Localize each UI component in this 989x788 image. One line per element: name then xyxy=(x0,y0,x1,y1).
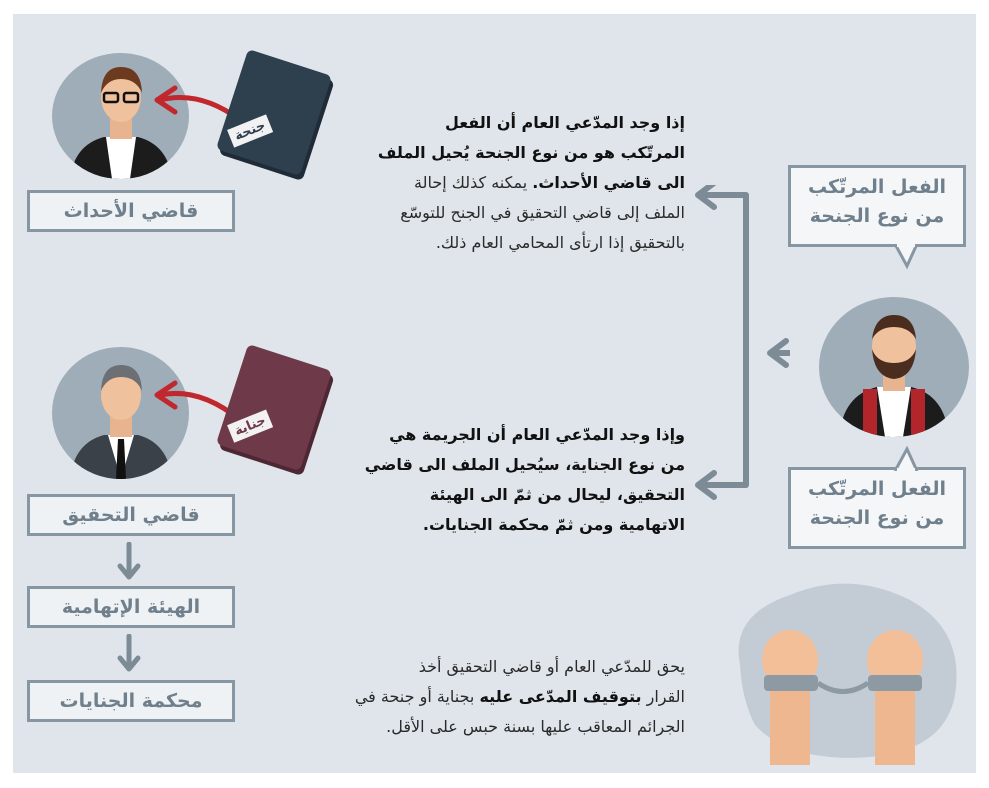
misdemeanor-folder-label: جنحة xyxy=(227,114,274,148)
felony-line-4: الاتهامية ومن ثمّ محكمة الجنايات. xyxy=(422,515,685,534)
arrest-line-2-end: بجناية أو جنحة في xyxy=(354,687,480,706)
prosecutor-avatar xyxy=(819,297,969,437)
speech-bubble-bottom: الفعل المرتّكب من نوع الجنحة xyxy=(788,467,966,549)
flow-arrows xyxy=(695,185,790,500)
bubble-bottom-line-2: من نوع الجنحة xyxy=(809,507,945,529)
bubble-bottom-line-1: الفعل المرتّكب xyxy=(807,478,947,500)
investigation-judge-avatar xyxy=(52,347,189,479)
misdemeanor-line-5: بالتحقيق إذا ارتأى المحامي العام ذلك. xyxy=(435,233,685,252)
arrest-line-2: القرار بتوقيف المدّعى عليه بجناية أو جنح… xyxy=(270,682,685,712)
bubble-top-line-2: من نوع الجنحة xyxy=(809,205,945,227)
down-arrow-2 xyxy=(117,634,141,672)
misdemeanor-paragraph: إذا وجد المدّعي العام أن الفعل المرتّكب … xyxy=(300,108,685,258)
felony-paragraph: وإذا وجد المدّعي العام أن الجريمة هي من … xyxy=(300,420,685,540)
arrest-line-3: الجرائم المعاقب عليها بسنة حبس على الأقل… xyxy=(386,717,685,736)
bubble-top-tail xyxy=(893,244,919,270)
indictment-chamber-label: الهيئة الإتهامية xyxy=(27,586,235,628)
arrest-line-2-start: القرار xyxy=(641,687,685,706)
arrest-line-2-bold: بتوقيف المدّعى عليه xyxy=(479,687,642,706)
down-arrow-1 xyxy=(117,542,141,580)
juvenile-judge-icon xyxy=(70,67,172,179)
felony-line-2: من نوع الجناية، سيُحيل الملف الى قاضي xyxy=(364,455,685,474)
juvenile-judge-label: قاضي الأحداث xyxy=(27,190,235,232)
investigation-judge-icon xyxy=(70,365,172,479)
handcuffs-illustration xyxy=(738,583,957,765)
misdemeanor-line-4: الملف إلى قاضي التحقيق في الجنح للتوسّع xyxy=(400,203,685,222)
arrest-line-1: يحق للمدّعي العام أو قاضي التحقيق أخذ xyxy=(418,657,685,676)
misdemeanor-line-3-bold: الى قاضي الأحداث. xyxy=(532,173,685,192)
bubble-bottom-tail xyxy=(893,445,919,471)
misdemeanor-line-1: إذا وجد المدّعي العام أن الفعل xyxy=(444,113,685,132)
juvenile-judge-avatar xyxy=(52,53,189,179)
misdemeanor-line-2: المرتّكب هو من نوع الجنحة يُحيل الملف xyxy=(377,143,685,162)
criminal-court-label: محكمة الجنايات xyxy=(27,680,235,722)
felony-line-3: التحقيق، ليحال من ثمّ الى الهيئة xyxy=(429,485,685,504)
misdemeanor-line-3-tail: يمكنه كذلك إحالة xyxy=(413,173,533,192)
bubble-top-line-1: الفعل المرتّكب xyxy=(807,176,947,198)
felony-folder-label: جناية xyxy=(227,409,274,443)
prosecutor-icon xyxy=(839,315,949,437)
arrest-paragraph: يحق للمدّعي العام أو قاضي التحقيق أخذ ال… xyxy=(270,652,685,742)
speech-bubble-top: الفعل المرتّكب من نوع الجنحة xyxy=(788,165,966,247)
investigation-judge-label: قاضي التحقيق xyxy=(27,494,235,536)
misdemeanor-line-3: الى قاضي الأحداث. يمكنه كذلك إحالة xyxy=(300,168,685,198)
felony-line-1: وإذا وجد المدّعي العام أن الجريمة هي xyxy=(389,425,685,444)
